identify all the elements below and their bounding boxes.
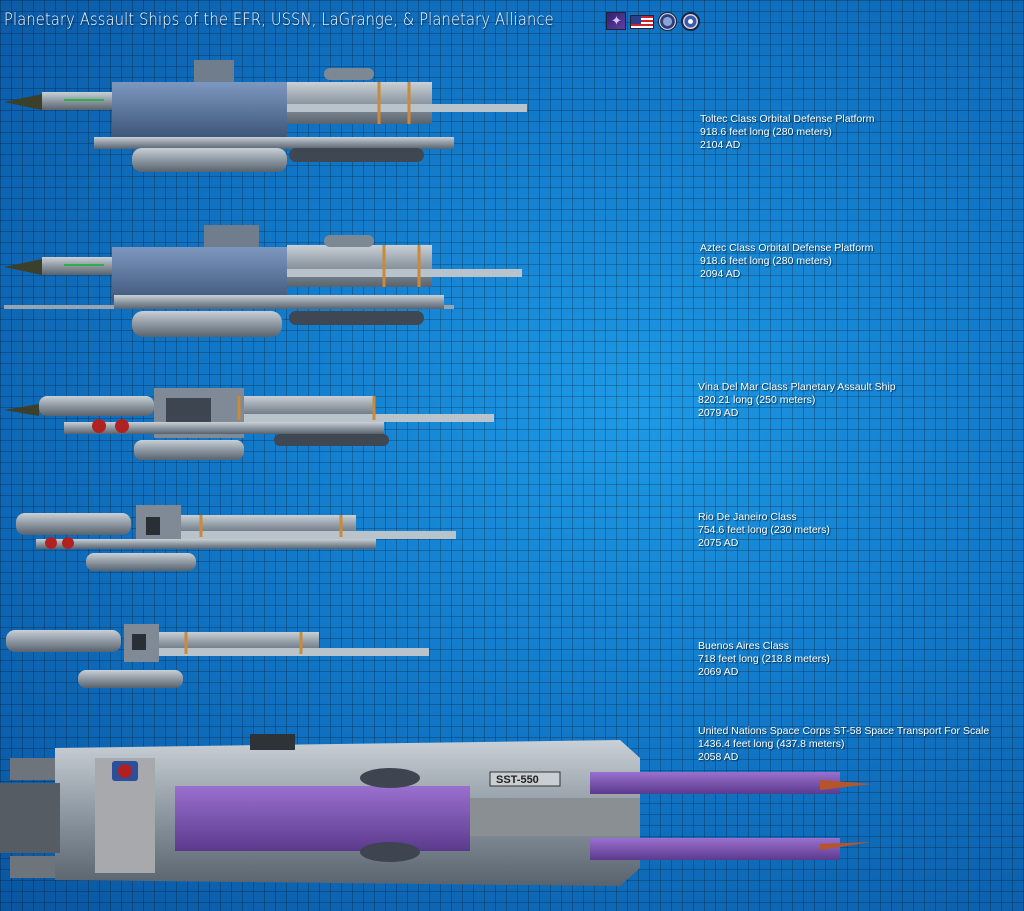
ship-length: 918.6 feet long (280 meters) xyxy=(700,255,832,267)
ship-name: United Nations Space Corps ST-58 Space T… xyxy=(698,725,990,737)
ship-name: Buenos Aires Class xyxy=(698,640,790,652)
ship-label-toltec: Toltec Class Orbital Defense Platform 91… xyxy=(700,113,874,152)
ship-year: 2075 AD xyxy=(698,537,739,549)
ship-st58-transport: SST-550 xyxy=(0,734,872,886)
ship-year: 2079 AD xyxy=(698,407,739,419)
us-flag-icon xyxy=(630,15,654,29)
ship-year: 2094 AD xyxy=(700,268,741,280)
ship-length: 1436.4 feet long (437.8 meters) xyxy=(698,738,845,750)
ship-vina-del-mar xyxy=(4,388,494,460)
ship-buenos-aires xyxy=(6,624,429,688)
lagrange-seal-icon xyxy=(658,12,677,31)
ship-name: Vina Del Mar Class Planetary Assault Shi… xyxy=(698,381,896,393)
ship-length: 754.6 feet long (230 meters) xyxy=(698,524,830,536)
ship-rio-de-janeiro xyxy=(16,505,456,571)
ship-label-aztec: Aztec Class Orbital Defense Platform 918… xyxy=(700,242,873,281)
ship-aztec xyxy=(4,225,522,337)
ship-name: Rio De Janeiro Class xyxy=(698,511,797,523)
ship-label-buenos-aires: Buenos Aires Class 718 feet long (218.8 … xyxy=(698,640,830,679)
ship-length: 718 feet long (218.8 meters) xyxy=(698,653,830,665)
transport-hull-marking: SST-550 xyxy=(496,774,539,786)
ship-year: 2058 AD xyxy=(698,751,739,763)
ship-label-vina-del-mar: Vina Del Mar Class Planetary Assault Shi… xyxy=(698,381,896,420)
ship-label-rio-de-janeiro: Rio De Janeiro Class 754.6 feet long (23… xyxy=(698,511,830,550)
efr-flag-icon xyxy=(606,12,626,30)
flag-row xyxy=(606,12,700,31)
alliance-seal-icon xyxy=(681,12,700,31)
ship-label-st58-transport: United Nations Space Corps ST-58 Space T… xyxy=(698,725,989,764)
ship-toltec xyxy=(4,60,527,172)
ship-name: Toltec Class Orbital Defense Platform xyxy=(700,113,875,125)
ship-length: 918.6 feet long (280 meters) xyxy=(700,126,832,138)
ship-year: 2104 AD xyxy=(700,139,741,151)
ship-length: 820.21 long (250 meters) xyxy=(698,394,816,406)
ship-name: Aztec Class Orbital Defense Platform xyxy=(700,242,874,254)
page-title: Planetary Assault Ships of the EFR, USSN… xyxy=(4,10,554,30)
ship-year: 2069 AD xyxy=(698,666,739,678)
